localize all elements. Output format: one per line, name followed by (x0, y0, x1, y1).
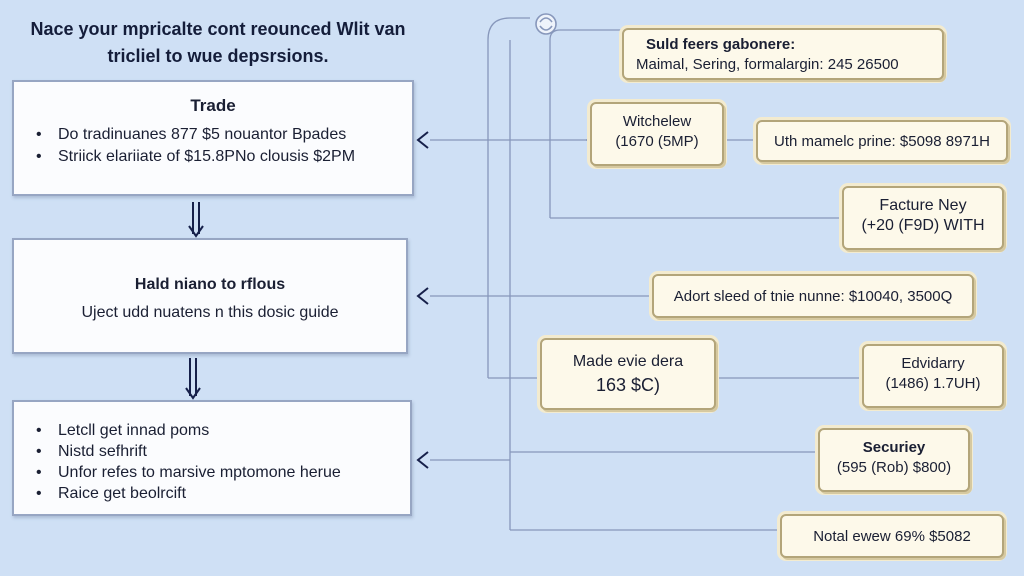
sold-fees-title: Suld feers gabonere: (646, 36, 796, 53)
made-value: 163 $C) (595, 375, 661, 395)
tips-panel: Letcll get innad poms Nistd sefhrift Unf… (12, 400, 412, 516)
header-line-2: tricliel to wue depsrsions. (107, 46, 329, 66)
feature-value: (+20 (F9D) WITH (861, 217, 985, 234)
trade-bullets: Do tradinuanes 877 $5 nouantor Bpades St… (14, 124, 412, 168)
down-arrow-1 (188, 202, 204, 238)
feature-card: Facture Ney (+20 (F9D) WITH (842, 186, 1004, 250)
security-title: Securiey (862, 439, 926, 456)
page-header: Nace your mpricalte cont reounced Wlit v… (8, 16, 428, 70)
arrow-head-bottom (416, 451, 429, 469)
delivery-title: Edvidarry (901, 355, 965, 372)
top-right-line (549, 29, 628, 41)
list-item: Letcll get innad poms (36, 420, 410, 441)
down-arrow-2 (185, 358, 201, 400)
arrow-head-middle (416, 287, 429, 305)
top-arc-line (487, 17, 530, 41)
delivery-value: (1486) 1.7UH) (885, 375, 981, 392)
uth-price-card: Uth mamelc prine: $5098 8971H (756, 120, 1008, 162)
list-item: Do tradinuanes 877 $5 nouantor Bpades (36, 124, 412, 146)
withdraw-value: (1670 (5MP) (615, 133, 699, 150)
tips-bullets: Letcll get innad poms Nistd sefhrift Unf… (14, 402, 410, 504)
adort-text: Adort sleed of tnie nunne: $10040, 3500Q (673, 288, 953, 305)
sold-fees-detail: Maimal, Sering, formalargin: 245 26500 (636, 56, 899, 73)
trade-panel: Trade Do tradinuanes 877 $5 nouantor Bpa… (12, 80, 414, 196)
header-line-1: Nace your mpricalte cont reounced Wlit v… (30, 19, 406, 39)
withdraw-card: Witchelew (1670 (5MP) (590, 102, 724, 166)
refresh-arrows-icon (535, 13, 557, 35)
notal-card: Notal ewew 69% $5082 (780, 514, 1004, 558)
list-item: Unfor refes to marsive mptomone herue (36, 462, 410, 483)
arrow-head-trade (416, 131, 429, 149)
uth-price-text: Uth mamelc prine: $5098 8971H (774, 133, 990, 150)
notal-text: Notal ewew 69% $5082 (813, 528, 971, 545)
delivery-card: Edvidarry (1486) 1.7UH) (862, 344, 1004, 408)
feature-title: Facture Ney (879, 197, 967, 214)
list-item: Striick elariiate of $15.8PNo clousis $2… (36, 146, 412, 168)
sold-fees-card: Suld feers gabonere: Maimal, Sering, for… (622, 28, 944, 80)
adort-card: Adort sleed of tnie nunne: $10040, 3500Q (652, 274, 974, 318)
list-item: Nistd sefhrift (36, 441, 410, 462)
guide-title: Hald niano to rflous (134, 276, 286, 293)
guide-description: Uject udd nuatens n this dosic guide (81, 304, 339, 321)
trade-title: Trade (190, 96, 236, 115)
guide-panel: Hald niano to rflous Uject udd nuatens n… (12, 238, 408, 354)
security-value: (595 (Rob) $800) (836, 459, 952, 476)
withdraw-title: Witchelew (622, 113, 692, 130)
list-item: Raice get beolrcift (36, 483, 410, 504)
made-title: Made evie dera (572, 353, 684, 370)
made-card: Made evie dera 163 $C) (540, 338, 716, 410)
security-card: Securiey (595 (Rob) $800) (818, 428, 970, 492)
